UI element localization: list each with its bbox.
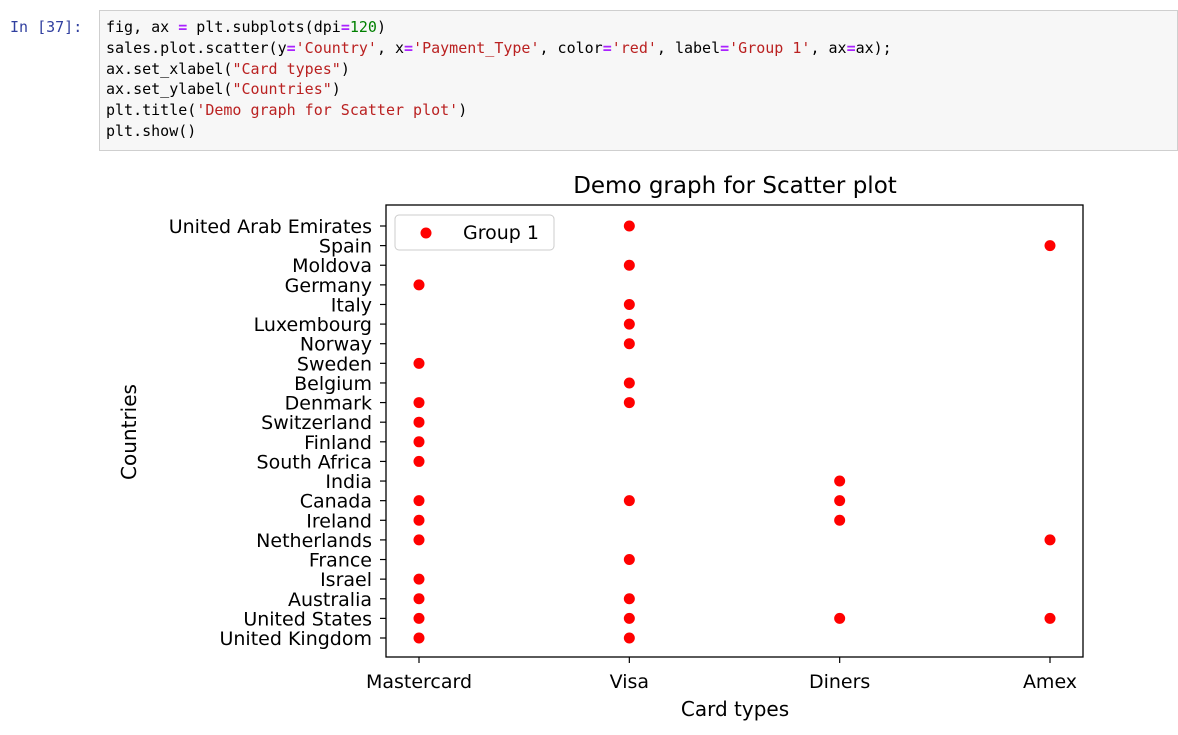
y-tick-label: India — [325, 471, 372, 493]
y-tick-label: Italy — [331, 294, 372, 316]
scatter-point — [413, 534, 425, 546]
y-tick-label: Belgium — [294, 373, 372, 395]
y-tick-label: Sweden — [297, 353, 372, 375]
y-tick-label: Canada — [300, 491, 372, 513]
scatter-point — [413, 514, 425, 526]
scatter-point — [623, 554, 635, 566]
y-tick-label: Ireland — [306, 510, 372, 532]
y-tick-label: Denmark — [285, 393, 372, 415]
y-tick-label: Australia — [288, 589, 372, 611]
scatter-point — [623, 495, 635, 507]
chart-title: Demo graph for Scatter plot — [573, 173, 897, 199]
y-tick-label: South Africa — [257, 451, 372, 473]
scatter-point — [1044, 534, 1056, 546]
y-tick-label: Germany — [285, 275, 372, 297]
scatter-point — [623, 397, 635, 409]
scatter-point — [413, 279, 425, 291]
scatter-point — [834, 514, 846, 526]
y-tick-label: Norway — [300, 334, 372, 356]
code-line: ax.set_xlabel("Card types") — [106, 59, 350, 78]
legend-marker — [420, 227, 432, 239]
scatter-point — [413, 416, 425, 428]
scatter-point — [1044, 240, 1056, 252]
y-tick-label: United Arab Emirates — [169, 216, 372, 238]
scatter-points — [413, 220, 1056, 644]
y-tick-label: Israel — [320, 569, 372, 591]
y-tick-label: Finland — [304, 432, 372, 454]
x-tick-label: Amex — [1023, 671, 1077, 693]
scatter-chart: Demo graph for Scatter plot United Kingd… — [117, 173, 1084, 721]
scatter-point — [834, 495, 846, 507]
x-tick-label: Visa — [610, 671, 649, 693]
x-tick-label: Mastercard — [366, 671, 472, 693]
scatter-point — [413, 573, 425, 585]
x-tick-label: Diners — [809, 671, 870, 693]
scatter-point — [413, 436, 425, 448]
code-line: fig, ax = plt.subplots(dpi=120) — [106, 18, 386, 36]
scatter-point — [623, 298, 635, 310]
y-axis-label: Countries — [117, 384, 141, 480]
y-tick-label: Netherlands — [256, 530, 372, 552]
y-tick-label: Moldova — [292, 255, 372, 277]
code-line: sales.plot.scatter(y='Country', x='Payme… — [106, 38, 892, 57]
scatter-point — [413, 612, 425, 624]
cell-prompt: In [37]: — [10, 18, 83, 36]
code-cell-editor[interactable]: fig, ax = plt.subplots(dpi=120) sales.plo… — [99, 10, 1178, 151]
scatter-point — [623, 632, 635, 644]
legend: Group 1 — [394, 214, 555, 251]
y-tick-label: Spain — [319, 236, 372, 258]
legend-label: Group 1 — [463, 222, 539, 244]
scatter-point — [834, 612, 846, 624]
scatter-point — [413, 357, 425, 369]
scatter-point — [623, 220, 635, 232]
y-tick-label: Luxembourg — [254, 314, 372, 336]
scatter-point — [413, 495, 425, 507]
y-tick-label: France — [309, 550, 372, 572]
code-line: ax.set_ylabel("Countries") — [106, 80, 341, 99]
scatter-point — [623, 377, 635, 389]
y-tick-label: United Kingdom — [219, 628, 372, 650]
y-tick-label: United States — [243, 608, 372, 630]
y-tick-label: Switzerland — [261, 412, 372, 434]
x-axis: Mastercard Visa Diners Amex — [366, 657, 1077, 693]
legend-box — [394, 214, 555, 251]
scatter-point — [413, 455, 425, 467]
scatter-point — [834, 475, 846, 487]
scatter-point — [413, 397, 425, 409]
scatter-point — [1044, 612, 1056, 624]
scatter-point — [623, 318, 635, 330]
scatter-point — [623, 259, 635, 271]
scatter-point — [413, 632, 425, 644]
code-line: plt.title('Demo graph for Scatter plot') — [106, 101, 468, 120]
scatter-point — [623, 593, 635, 605]
code-line: plt.show() — [106, 121, 197, 140]
x-axis-label: Card types — [681, 697, 789, 721]
plot-frame — [385, 204, 1084, 658]
scatter-point — [623, 612, 635, 624]
cell-output: Demo graph for Scatter plot United Kingd… — [99, 158, 1099, 735]
scatter-point — [413, 593, 425, 605]
scatter-point — [623, 338, 635, 350]
